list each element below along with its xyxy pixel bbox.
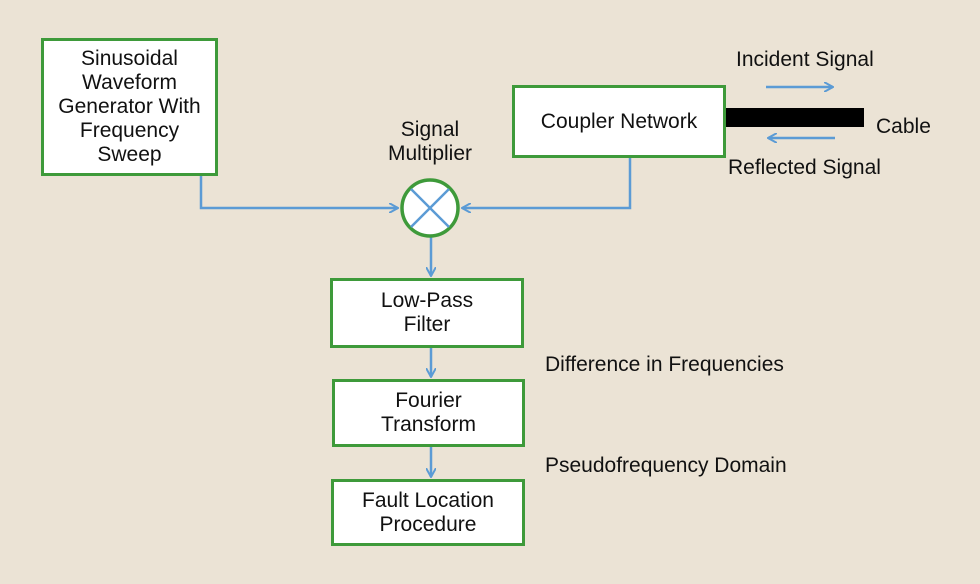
difference-label: Difference in Frequencies bbox=[545, 353, 784, 376]
arrow-coupler-to-multiplier bbox=[462, 158, 632, 208]
incident-label: Incident Signal bbox=[736, 48, 874, 71]
cable-bar bbox=[723, 108, 864, 127]
lowpass-block: Low-Pass Filter bbox=[330, 278, 524, 348]
multiplier-symbol bbox=[400, 178, 460, 238]
fault-block: Fault Location Procedure bbox=[331, 479, 525, 546]
coupler-block: Coupler Network bbox=[512, 85, 726, 158]
multiplier-label: Signal Multiplier bbox=[387, 118, 473, 165]
generator-block: Sinusoidal Waveform Generator With Frequ… bbox=[41, 38, 218, 176]
cable-label: Cable bbox=[876, 115, 931, 138]
arrow-generator-to-multiplier bbox=[199, 176, 398, 208]
pseudofrequency-label: Pseudofrequency Domain bbox=[545, 454, 787, 477]
reflected-label: Reflected Signal bbox=[728, 156, 881, 179]
fourier-block: Fourier Transform bbox=[332, 379, 525, 447]
